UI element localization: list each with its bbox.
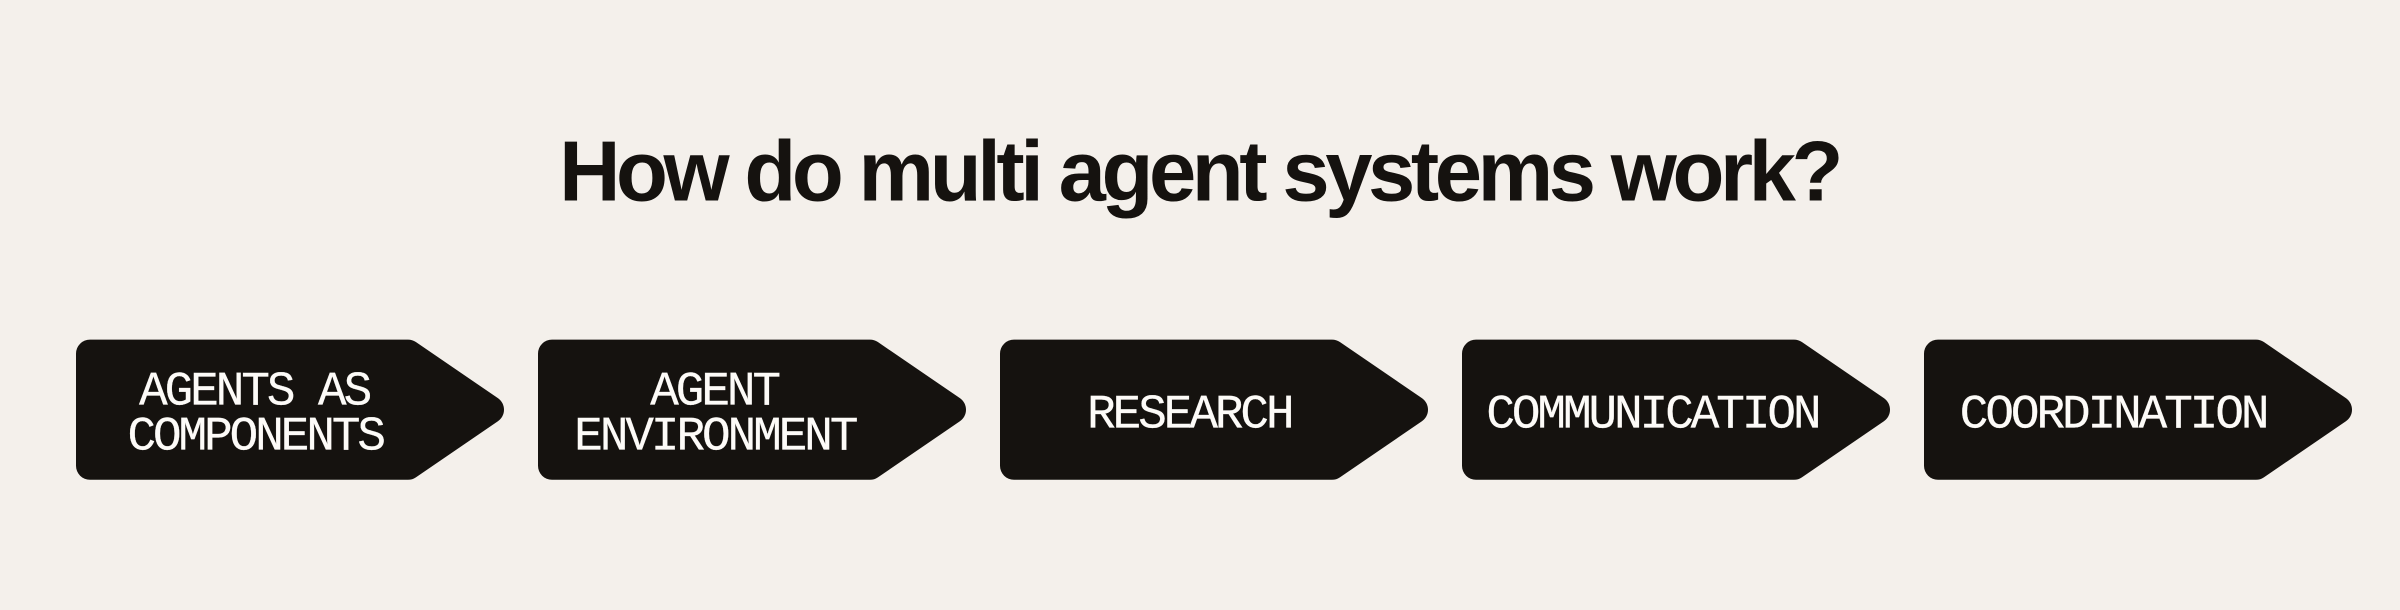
svg-text:COMPONENTS: COMPONENTS <box>127 410 384 464</box>
svg-text:COORDINATION: COORDINATION <box>1960 389 2267 443</box>
svg-text:AGENT: AGENT <box>650 366 779 420</box>
svg-text:COMMUNICATION: COMMUNICATION <box>1486 389 1818 443</box>
svg-text:AGENTS AS: AGENTS AS <box>139 366 370 420</box>
svg-text:How do multi agent systems wor: How do multi agent systems work? <box>559 125 1839 220</box>
svg-text:RESEARCH: RESEARCH <box>1087 389 1291 443</box>
svg-text:ENVIRONMENT: ENVIRONMENT <box>574 410 857 464</box>
